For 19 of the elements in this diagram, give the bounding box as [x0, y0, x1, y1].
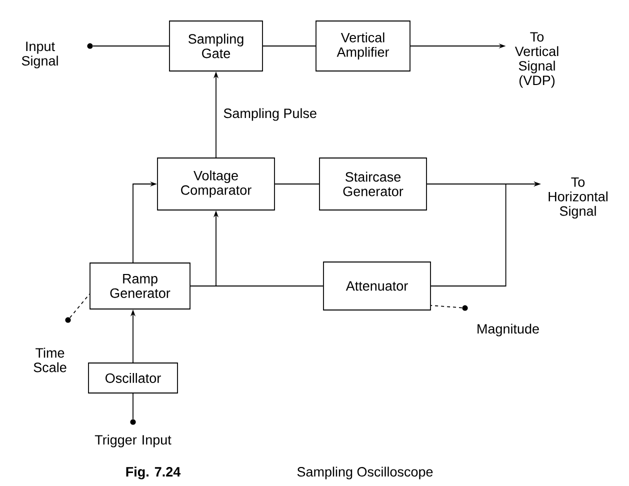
- terminal-label: Trigger Input: [94, 434, 172, 448]
- terminal-label: To Horizontal Signal: [548, 177, 608, 219]
- connector-line: [69, 294, 90, 318]
- terminal-label: Magnitude: [478, 324, 539, 336]
- terminal-label: Input Signal: [22, 42, 58, 68]
- block-box: Voltage Comparator: [157, 158, 275, 210]
- connector-line: [132, 393, 134, 420]
- block-box: Attenuator: [323, 262, 431, 310]
- caption: Sampling Oscilloscope: [297, 466, 433, 480]
- block-box: Vertical Amplifier: [316, 20, 410, 72]
- block-box: Oscillator: [88, 362, 178, 394]
- block-box: Staircase Generator: [319, 158, 427, 210]
- block-box: Ramp Generator: [90, 262, 190, 310]
- connector-line: [430, 305, 462, 308]
- terminal-label: Time Scale: [34, 348, 66, 372]
- block-box: Sampling Gate: [169, 20, 263, 72]
- edge-label: Sampling Pulse: [222, 107, 318, 122]
- terminal-label: To Vertical Signal (VDP): [514, 32, 558, 88]
- figure-number: Fig. 7.24: [126, 466, 181, 480]
